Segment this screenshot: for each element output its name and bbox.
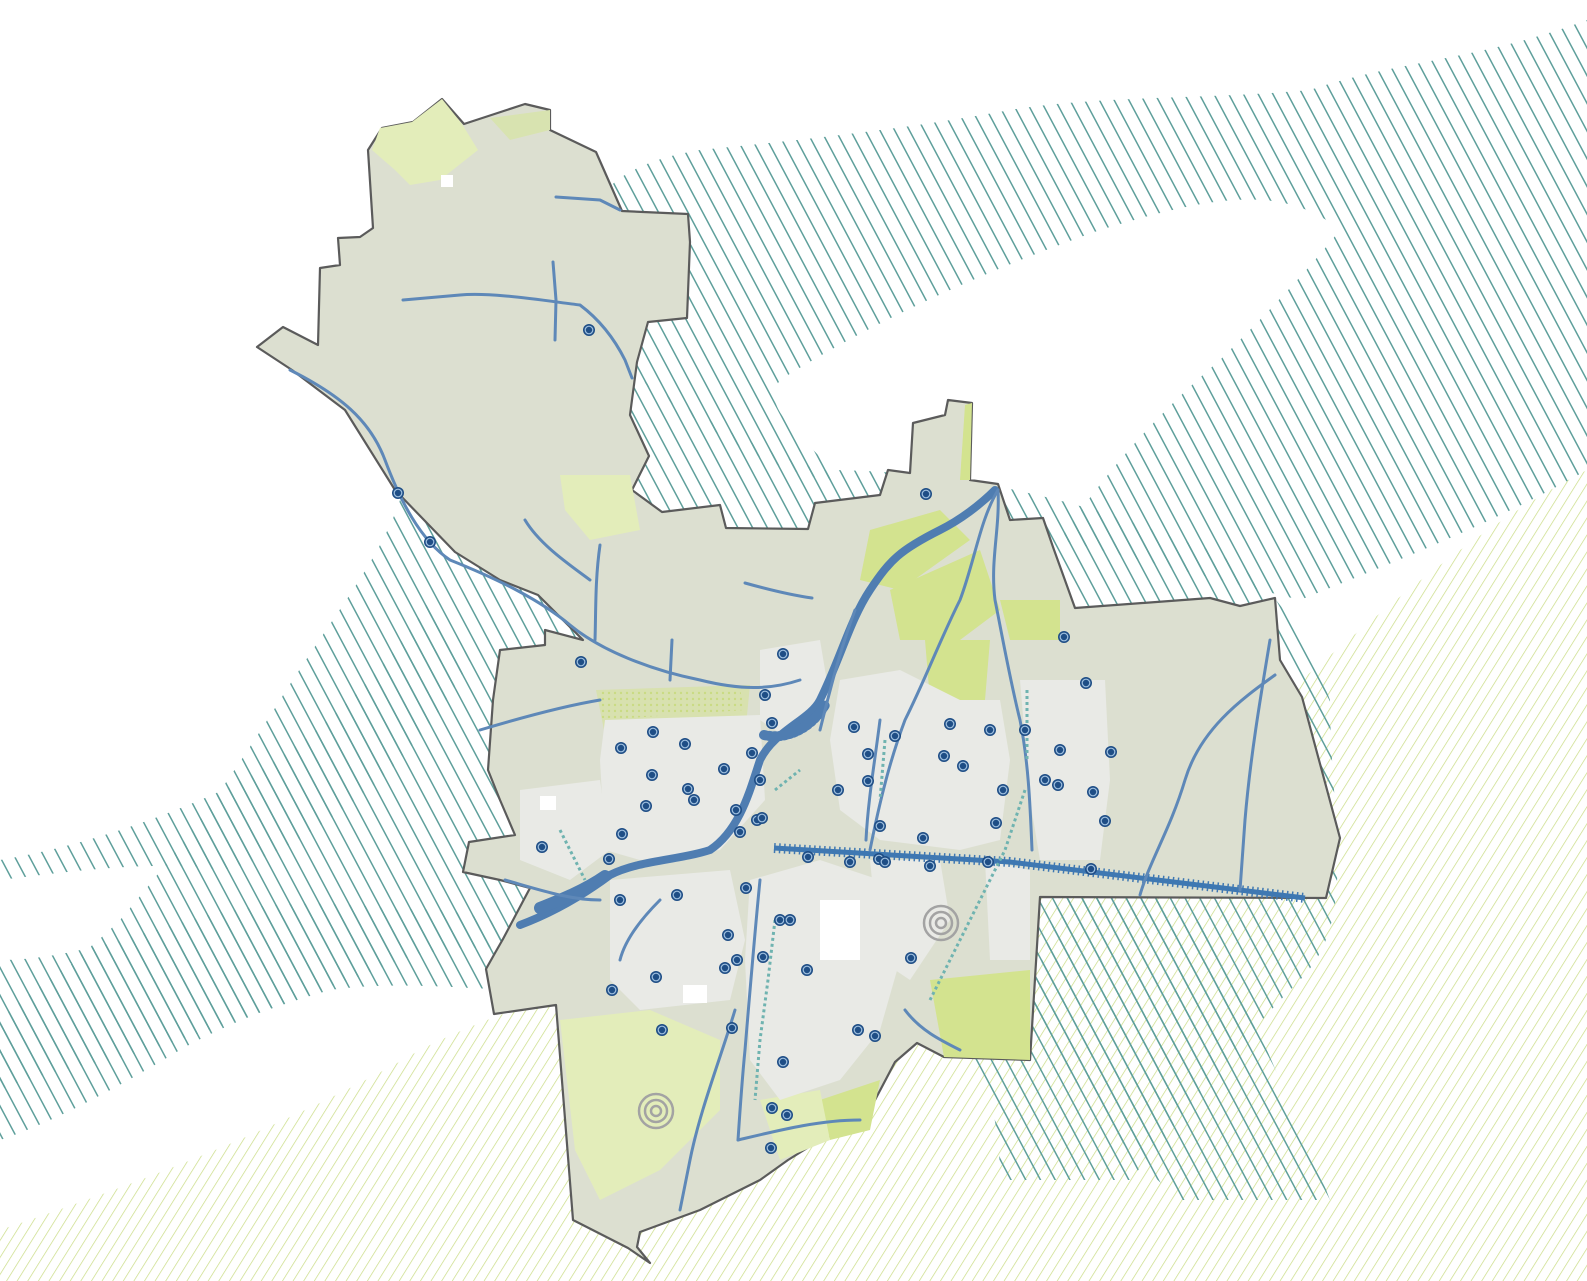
circle-dot-icon [889, 730, 901, 742]
circle-dot-icon [392, 487, 404, 499]
circle-dot-icon [756, 812, 768, 824]
main-river [516, 486, 999, 929]
circle-dot-icon [575, 656, 587, 668]
circle-dot-icon [777, 648, 789, 660]
circle-dot-icon [852, 1024, 864, 1036]
non-built-cutouts [441, 175, 860, 1003]
circle-dot-icon [647, 726, 659, 738]
circle-dot-icon [774, 914, 786, 926]
circle-dot-icon [869, 1030, 881, 1042]
circle-dot-icon [781, 1109, 793, 1121]
circle-dot-icon [746, 747, 758, 759]
circle-dot-icon [1085, 863, 1097, 875]
circle-dot-icon [844, 856, 856, 868]
circle-dot-icon [997, 784, 1009, 796]
circle-dot-icon [905, 952, 917, 964]
circle-dot-icon [1054, 744, 1066, 756]
circle-dot-icon [583, 324, 595, 336]
circle-dot-icon [848, 721, 860, 733]
stop-markers [392, 324, 1117, 1154]
circle-dot-icon [757, 951, 769, 963]
circle-dot-icon [784, 914, 796, 926]
circle-dot-icon [615, 742, 627, 754]
circle-dot-icon [646, 769, 658, 781]
zigzag-corridors [558, 690, 1029, 1101]
circle-dot-icon [1019, 724, 1031, 736]
circle-dot-icon [924, 860, 936, 872]
circle-dot-icon [536, 841, 548, 853]
circle-dot-icon [719, 962, 731, 974]
circle-dot-icon [614, 894, 626, 906]
circle-dot-icon [982, 856, 994, 868]
circle-dot-icon [424, 536, 436, 548]
circle-dot-icon [754, 774, 766, 786]
circle-dot-icon [990, 817, 1002, 829]
circle-dot-icon [740, 882, 752, 894]
circle-dot-icon [984, 724, 996, 736]
circle-dot-icon [944, 718, 956, 730]
circle-dot-icon [1052, 779, 1064, 791]
circle-dot-icon [679, 738, 691, 750]
circle-dot-icon [802, 851, 814, 863]
circle-dot-icon [917, 832, 929, 844]
circle-dot-icon [957, 760, 969, 772]
circle-dot-icon [682, 783, 694, 795]
circle-dot-icon [801, 964, 813, 976]
circle-dot-icon [1105, 746, 1117, 758]
circle-dot-icon [640, 800, 652, 812]
circle-dot-icon [616, 828, 628, 840]
circle-dot-icon [671, 889, 683, 901]
circle-dot-icon [759, 689, 771, 701]
circle-dot-icon [765, 1142, 777, 1154]
circle-dot-icon [1080, 677, 1092, 689]
circle-dot-icon [777, 1056, 789, 1068]
streams [288, 195, 1277, 1212]
circle-dot-icon [874, 820, 886, 832]
circle-dot-icon [731, 954, 743, 966]
circle-dot-icon [832, 784, 844, 796]
circle-dot-icon [718, 763, 730, 775]
circle-dot-icon [606, 984, 618, 996]
spiral-icon [637, 1092, 675, 1130]
circle-dot-icon [1099, 815, 1111, 827]
circle-dot-icon [1087, 786, 1099, 798]
circle-dot-icon [650, 971, 662, 983]
circle-dot-icon [734, 826, 746, 838]
circle-dot-icon [862, 748, 874, 760]
circle-dot-icon [862, 775, 874, 787]
circle-dot-icon [688, 794, 700, 806]
circle-dot-icon [1039, 774, 1051, 786]
circle-dot-icon [938, 750, 950, 762]
circle-dot-icon [920, 488, 932, 500]
circle-dot-icon [726, 1022, 738, 1034]
railway-line [773, 843, 1306, 903]
circle-dot-icon [722, 929, 734, 941]
spiral-icon [922, 904, 960, 942]
circle-dot-icon [1058, 631, 1070, 643]
circle-dot-icon [766, 1102, 778, 1114]
circle-dot-icon [730, 804, 742, 816]
circle-dot-icon [766, 717, 778, 729]
circle-dot-icon [879, 856, 891, 868]
circle-dot-icon [603, 853, 615, 865]
circle-dot-icon [656, 1024, 668, 1036]
